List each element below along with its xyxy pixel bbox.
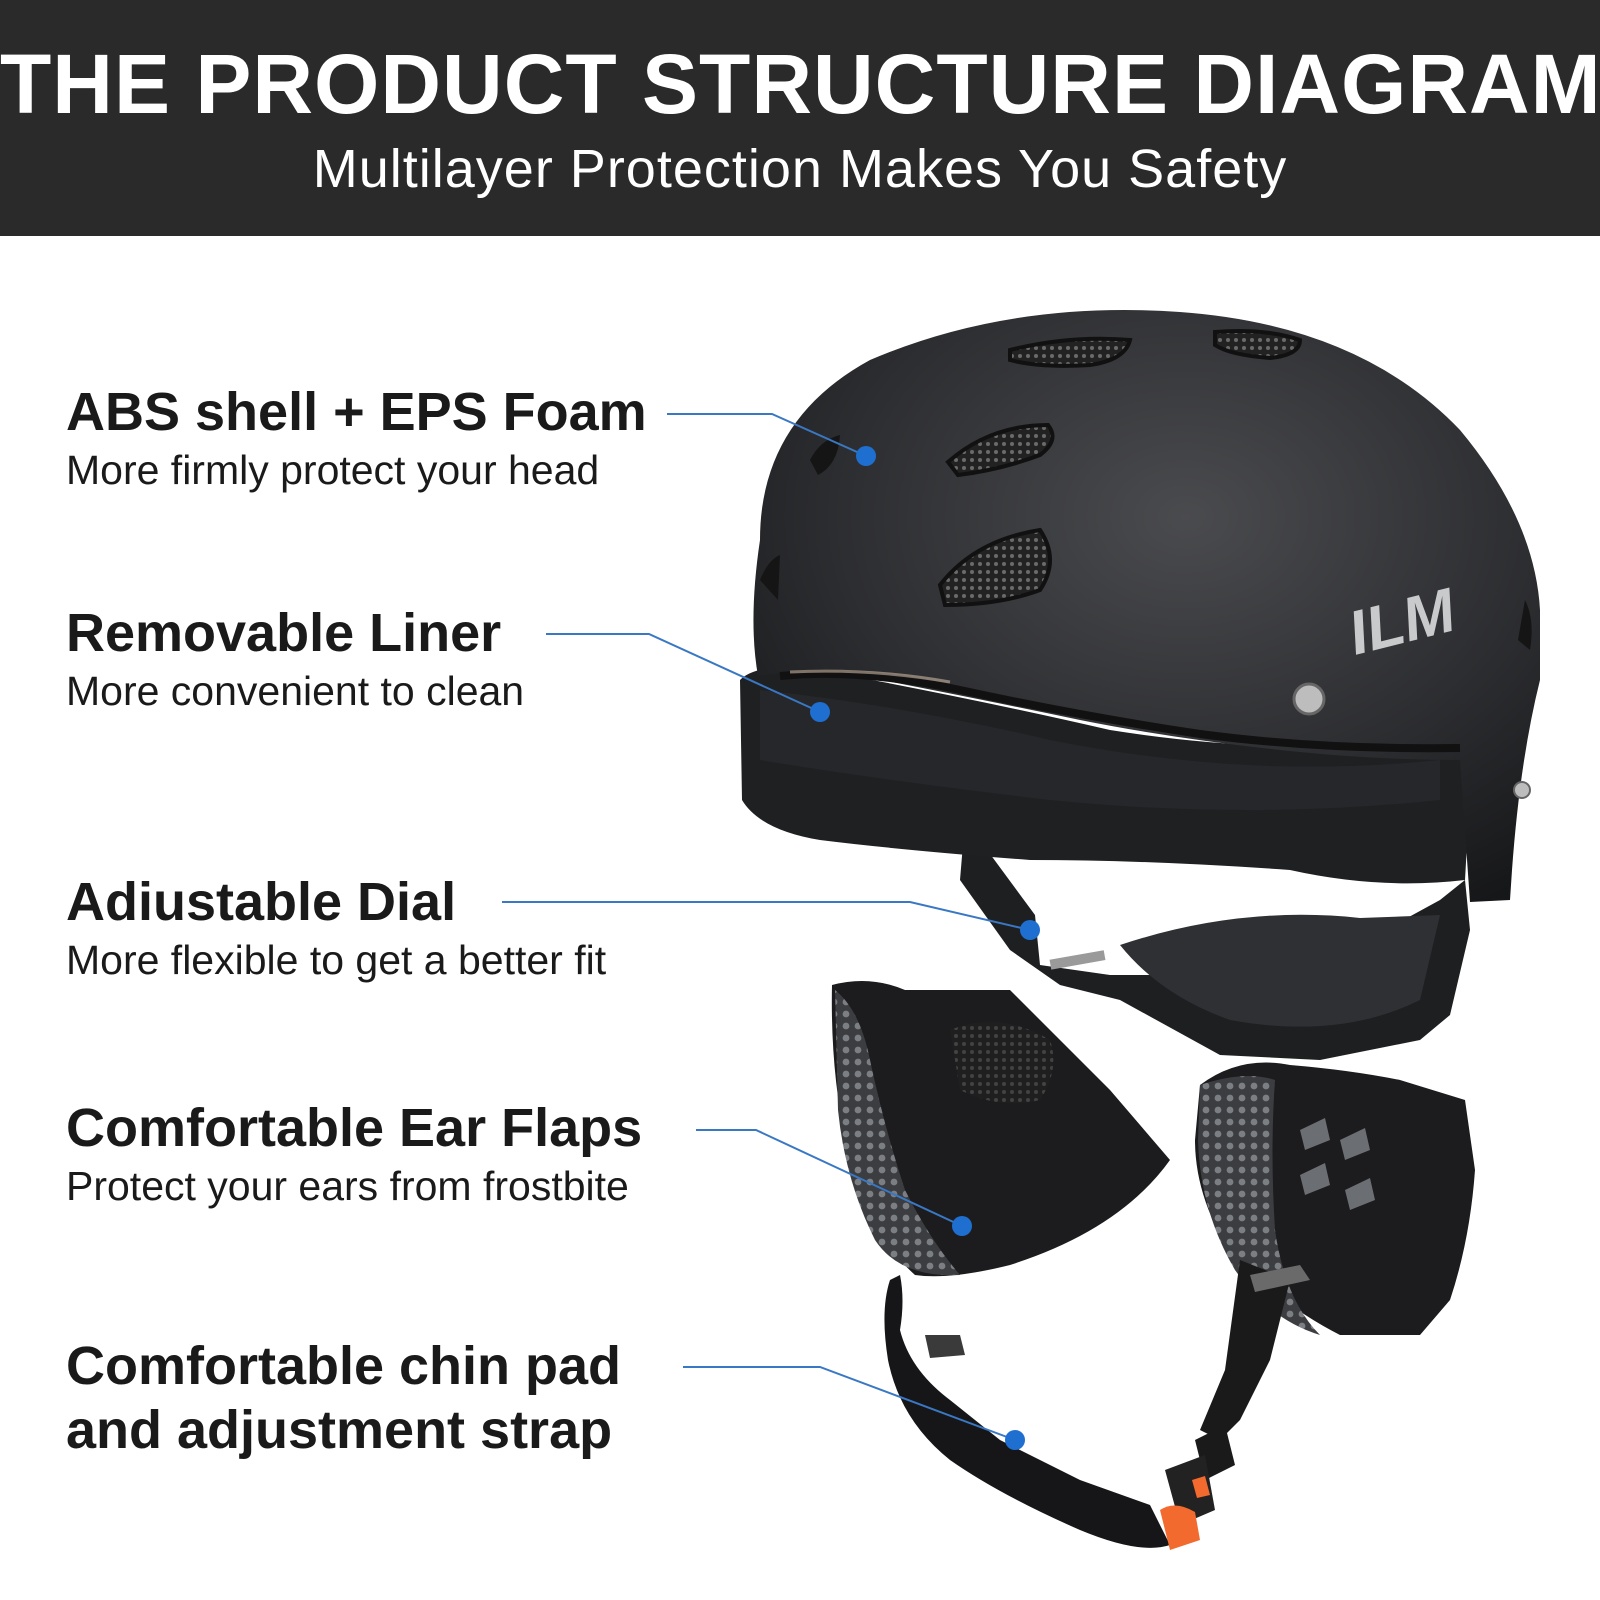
callout-title: ABS shell + EPS Foam xyxy=(66,382,647,442)
markers xyxy=(810,446,1040,1450)
callout-title: Comfortable Ear Flaps xyxy=(66,1098,643,1158)
shell-rivet xyxy=(1292,682,1326,716)
callout-desc: More flexible to get a better fit xyxy=(66,937,607,983)
callout-removable-liner: Removable Liner More convenient to clean xyxy=(66,601,524,717)
leader-line-liner xyxy=(546,633,821,713)
leader-line-shell xyxy=(667,413,867,457)
page-subtitle: Multilayer Protection Makes You Safety xyxy=(312,139,1288,199)
marker-ear-flaps xyxy=(952,1216,972,1236)
callout-title: Comfortable chin pad xyxy=(66,1336,622,1396)
shell-rivet xyxy=(1513,781,1531,799)
callout-desc: Protect your ears from frostbite xyxy=(66,1163,629,1209)
removable-liner xyxy=(740,667,1470,884)
marker-dial xyxy=(1020,920,1040,940)
callout-abs-shell: ABS shell + EPS Foam More firmly protect… xyxy=(66,380,647,496)
callout-ear-flaps: Comfortable Ear Flaps Protect your ears … xyxy=(66,1096,642,1212)
leader-lines xyxy=(502,413,1031,1441)
retention-dial-strap xyxy=(960,820,1470,1060)
leader-line-chin-pad xyxy=(683,1366,1016,1441)
callout-desc: More firmly protect your head xyxy=(66,447,600,493)
marker-shell xyxy=(856,446,876,466)
chin-buckle xyxy=(1160,1425,1235,1550)
leader-line-ear-flaps xyxy=(696,1129,963,1227)
callout-title: Adiustable Dial xyxy=(66,872,457,932)
page-title: THE PRODUCT STRUCTURE DIAGRAM xyxy=(0,37,1600,131)
marker-chin-pad xyxy=(1005,1430,1025,1450)
shell-vents xyxy=(760,329,1532,650)
callout-adjustable-dial: Adiustable Dial More flexible to get a b… xyxy=(66,870,606,986)
header-banner: THE PRODUCT STRUCTURE DIAGRAM Multilayer… xyxy=(0,0,1600,236)
left-ear-flap xyxy=(831,981,1170,1548)
callout-title-line2: and adjustment strap xyxy=(66,1400,613,1460)
callout-chin-pad: Comfortable chin pad and adjustment stra… xyxy=(66,1334,621,1462)
marker-liner xyxy=(810,702,830,722)
leader-line-dial xyxy=(502,901,1031,931)
callout-title: Removable Liner xyxy=(66,603,502,663)
callout-desc: More convenient to clean xyxy=(66,668,525,714)
right-ear-flap xyxy=(1195,1062,1475,1440)
